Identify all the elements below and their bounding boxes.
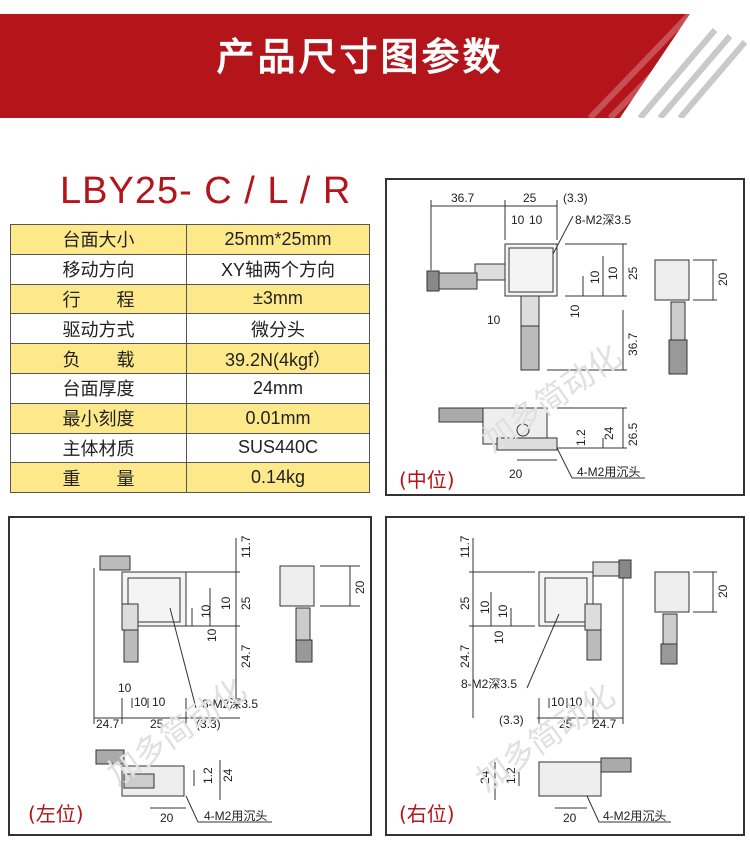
dim-label: 36.7: [626, 332, 640, 356]
dim-label: 25: [458, 596, 472, 610]
dim-label: 25: [523, 191, 537, 205]
dim-label: 11.7: [458, 535, 472, 558]
dim-label: 25: [559, 717, 573, 731]
technical-drawing-left: 10 10 10 8-M2深3.5 24.7 25 (3.3) 20 4-M2用…: [93, 535, 367, 825]
dim-label: 10: [205, 628, 219, 642]
dim-label: 10: [487, 313, 501, 327]
dim-label: 20: [716, 584, 730, 598]
dim-label: 8-M2深3.5: [575, 213, 631, 227]
dim-label: 10: [551, 695, 565, 709]
dim-label: 10: [496, 604, 510, 618]
dim-label: 24: [602, 426, 616, 440]
dim-label: 4-M2用沉头: [577, 465, 640, 479]
dim-label: 11.7: [239, 535, 253, 558]
dim-label: 8-M2深3.5: [461, 677, 517, 691]
dim-label: 25: [150, 717, 164, 731]
dim-label: 24.7: [593, 717, 617, 731]
dim-label: 10: [568, 304, 582, 318]
dim-label: 20: [716, 272, 730, 286]
spec-value: 微分头: [186, 313, 370, 345]
dim-label: 10: [588, 270, 602, 284]
dim-label: 4-M2用沉头: [603, 809, 666, 823]
dim-label: 36.7: [451, 191, 475, 205]
spec-value: 0.14kg: [186, 462, 370, 494]
drawing-panel-center: 36.7 25 (3.3) 10 10 8-M2深3.5 10 20 4-M2用…: [385, 178, 745, 496]
page-title: 产品尺寸图参数: [216, 35, 504, 79]
dim-label: 1.2: [504, 767, 518, 784]
dim-label: 10: [219, 596, 233, 610]
dim-label: 20: [353, 580, 367, 594]
dim-label: 10: [199, 604, 213, 618]
dim-label: 20: [160, 811, 174, 825]
dim-label: 10: [529, 213, 543, 227]
dim-label: 24.7: [239, 644, 253, 668]
dim-label: 25: [239, 596, 253, 610]
spec-key: 台面厚度: [10, 372, 187, 404]
drawing-panel-left: 10 10 10 8-M2深3.5 24.7 25 (3.3) 20 4-M2用…: [8, 516, 372, 836]
header-banner: [0, 11, 750, 118]
dim-label: 10: [569, 695, 583, 709]
spec-key: 台面大小: [10, 224, 187, 255]
dim-label: 10: [511, 213, 525, 227]
spec-key: 负 载: [10, 343, 187, 374]
spec-value: 39.2N(4kgf）: [186, 343, 370, 374]
technical-drawing-center: 36.7 25 (3.3) 10 10 8-M2深3.5 10 20 4-M2用…: [426, 191, 730, 481]
dim-label: 8-M2深3.5: [202, 697, 258, 711]
dim-label: 24.7: [458, 644, 472, 668]
spec-key: 行 程: [10, 283, 187, 315]
spec-value: 0.01mm: [186, 402, 370, 434]
dim-label: 10: [134, 695, 148, 709]
spec-value: ±3mm: [186, 283, 370, 315]
spec-key: 移动方向: [10, 253, 187, 285]
drawing-panel-right: 8-M2深3.5 10 10 (3.3) 25 24.7 20 4-M2用沉头 …: [385, 516, 745, 836]
dim-label: 24.7: [96, 717, 120, 731]
dim-label: 1.2: [201, 767, 215, 784]
caption-right: (右位): [399, 802, 455, 826]
dim-label: 25: [626, 266, 640, 280]
spec-value: 24mm: [186, 372, 370, 404]
table-row: 行 程±3mm: [10, 283, 370, 315]
spec-key: 驱动方式: [10, 313, 187, 345]
dim-label: (3.3): [563, 191, 588, 205]
dim-label: 10: [492, 630, 506, 644]
dim-label: 10: [606, 266, 620, 280]
spec-value: XY轴两个方向: [186, 253, 370, 285]
dim-label: 1.2: [574, 429, 588, 446]
spec-value: SUS440C: [186, 432, 370, 464]
technical-drawing-right: 8-M2深3.5 10 10 (3.3) 25 24.7 20 4-M2用沉头 …: [458, 535, 730, 825]
dim-label: 26.5: [626, 422, 640, 446]
dim-label: (3.3): [196, 717, 221, 731]
dim-label: (3.3): [499, 713, 524, 727]
caption-left: (左位): [28, 802, 84, 826]
spec-key: 主体材质: [10, 432, 187, 464]
dim-label: 20: [509, 467, 523, 481]
dim-label: 10: [478, 600, 492, 614]
spec-key: 重 量: [10, 462, 187, 494]
caption-center: (中位): [399, 468, 455, 492]
dim-label: 10: [118, 681, 132, 695]
table-row: 驱动方式微分头: [10, 313, 370, 345]
dim-label: 24: [221, 768, 235, 782]
dim-label: 24: [478, 770, 492, 784]
dim-label: 4-M2用沉头: [204, 809, 267, 823]
spec-value: 25mm*25mm: [186, 224, 370, 255]
dim-label: 20: [563, 811, 577, 825]
spec-key: 最小刻度: [10, 402, 187, 434]
product-model: LBY25- C / L / R: [60, 170, 352, 212]
dim-label: 10: [152, 695, 166, 709]
